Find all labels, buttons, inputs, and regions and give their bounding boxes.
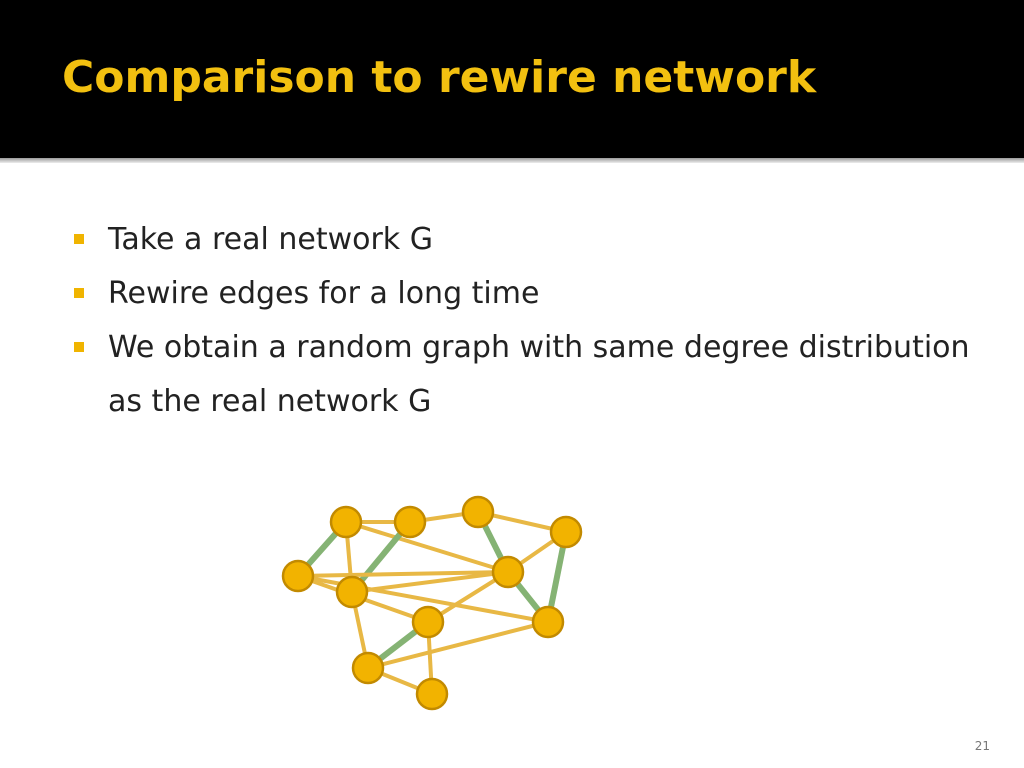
- title-divider: [0, 158, 1024, 163]
- edge-layer: [295, 509, 569, 696]
- slide-title: Comparison to rewire network: [62, 52, 817, 103]
- bullet-text: We obtain a random graph with same degre…: [108, 330, 970, 419]
- square-bullet-icon: [74, 342, 84, 352]
- square-bullet-icon: [74, 288, 84, 298]
- network-node: [491, 555, 525, 589]
- network-node: [281, 559, 315, 593]
- node-layer: [281, 495, 583, 711]
- network-node: [351, 651, 385, 685]
- network-node: [411, 605, 445, 639]
- bullet-text: Take a real network G: [108, 222, 433, 257]
- bullet-text: Rewire edges for a long time: [108, 276, 540, 311]
- network-node: [329, 505, 363, 539]
- network-node: [415, 677, 449, 711]
- bullet-item: Take a real network G: [74, 213, 974, 267]
- network-node: [393, 505, 427, 539]
- page-number: 21: [974, 739, 990, 753]
- network-node: [549, 515, 583, 549]
- network-edge: [296, 570, 510, 578]
- bullet-item: Rewire edges for a long time: [74, 267, 974, 321]
- square-bullet-icon: [74, 234, 84, 244]
- network-node: [335, 575, 369, 609]
- network-edge: [344, 520, 510, 574]
- network-node: [461, 495, 495, 529]
- network-node: [531, 605, 565, 639]
- network-edge: [350, 570, 510, 594]
- network-diagram: [281, 495, 583, 711]
- bullet-item: We obtain a random graph with same degre…: [74, 321, 974, 429]
- bullet-list: Take a real network G Rewire edges for a…: [74, 213, 974, 429]
- network-edge: [366, 620, 550, 670]
- title-bar: [0, 0, 1024, 158]
